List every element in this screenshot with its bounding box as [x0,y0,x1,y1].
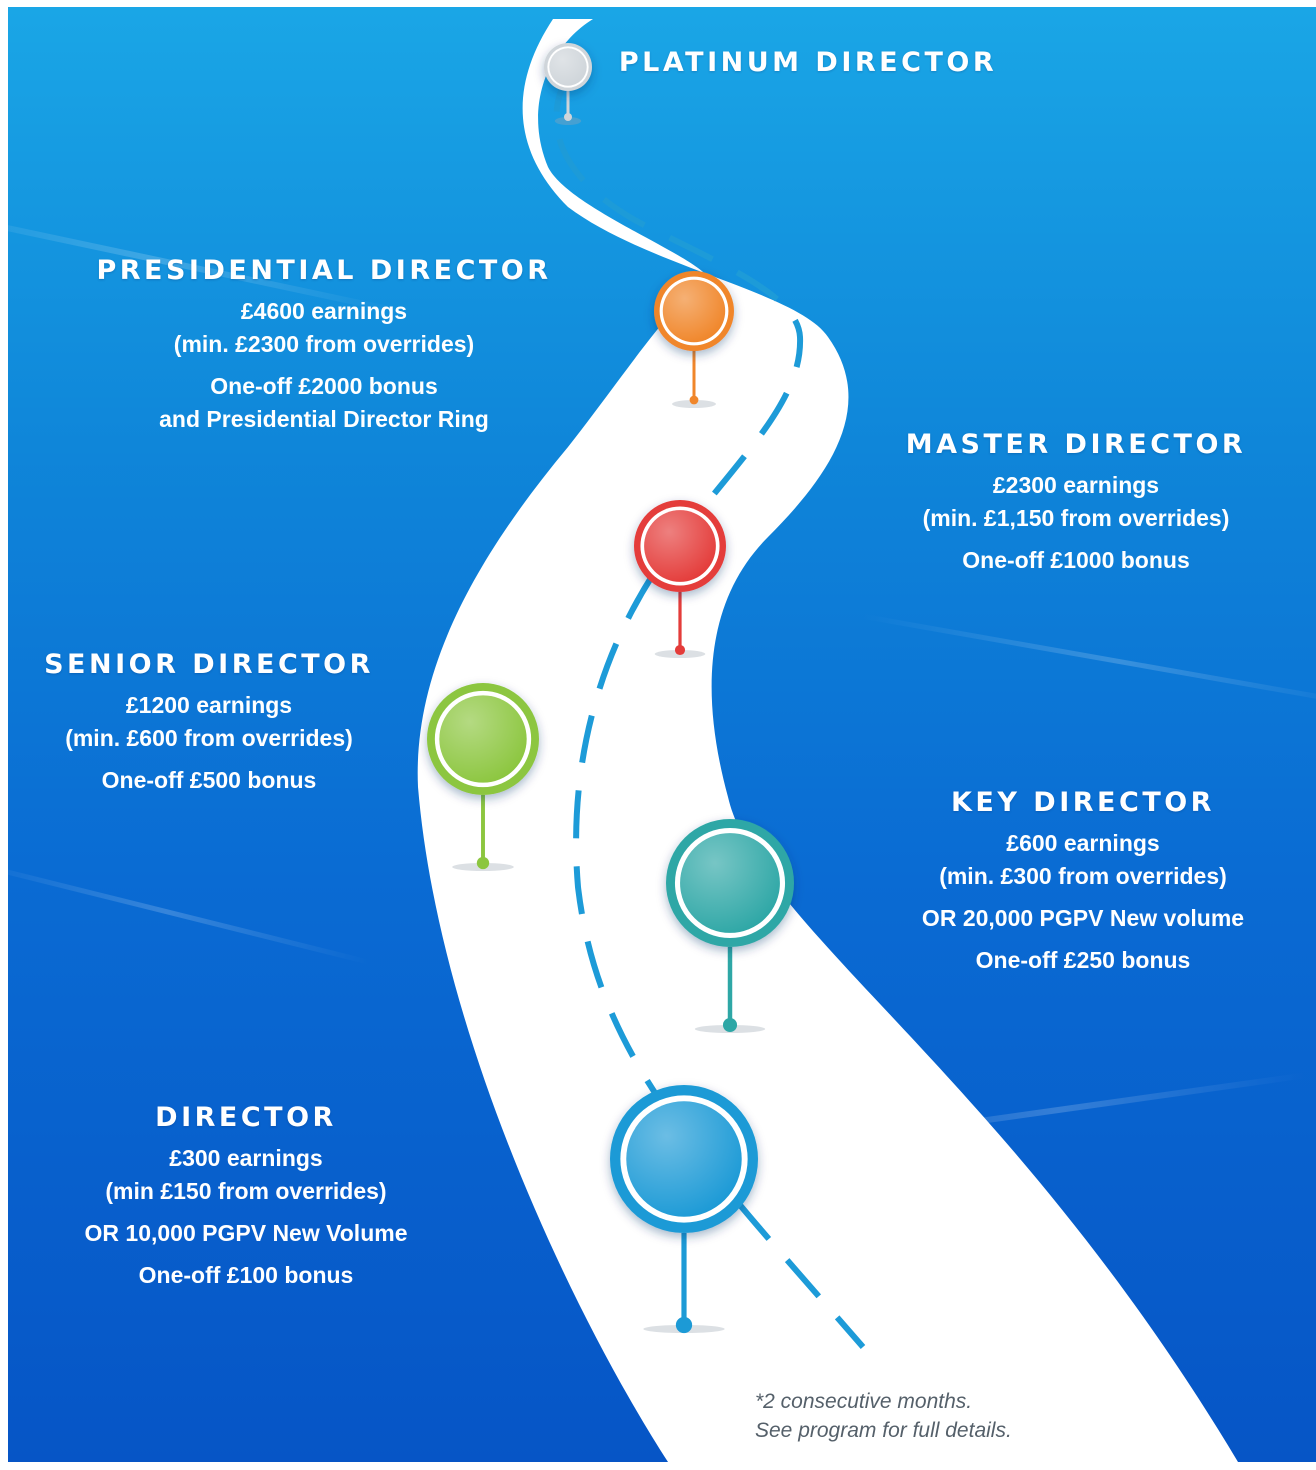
level-director-title: DIRECTOR [155,1102,337,1133]
level-director-line-4: One-off £100 bonus [138,1262,354,1288]
road-surface [417,19,1238,1462]
level-presidential-title: PRESIDENTIAL DIRECTOR [96,255,552,286]
level-senior-line-1: £1200 earnings [125,692,293,718]
level-senior-line-3: One-off £500 bonus [101,767,317,793]
roadmap-infographic: PLATINUM DIRECTOR PRESIDENTIAL DIRECTOR … [8,7,1316,1462]
pin-base-dot [675,1316,693,1334]
pin-highlight [626,1101,742,1217]
level-presidential-line-1: £4600 earnings [240,298,408,324]
pin-master [634,500,726,658]
level-presidential-line-4: and Presidential Director Ring [159,406,489,432]
level-key-line-1: £600 earnings [1006,830,1160,856]
footnote: *2 consecutive months. See program for f… [755,1387,1012,1445]
pin-base-dot [564,113,572,121]
level-presidential-line-3: One-off £2000 bonus [210,373,438,399]
level-director-line-2: (min £150 from overrides) [105,1178,387,1204]
road-illustration [8,19,1316,1462]
pin-highlight [439,695,527,783]
footnote-line-2: See program for full details. [755,1419,1012,1442]
pin-highlight [549,48,587,86]
pin-highlight [662,279,726,343]
level-presidential-line-2: (min. £2300 from overrides) [173,331,475,357]
level-master: MASTER DIRECTOR £2300 earnings (min. £1,… [906,429,1246,577]
level-master-line-3: One-off £1000 bonus [962,547,1190,573]
pin-base-dot [689,395,699,405]
level-director-line-3: OR 10,000 PGPV New Volume [84,1220,408,1246]
level-master-line-1: £2300 earnings [992,472,1160,498]
level-key-line-3: OR 20,000 PGPV New volume [921,905,1245,931]
level-director: DIRECTOR £300 earnings (min £150 from ov… [85,1102,408,1292]
background-streaks [8,205,1316,1148]
level-platinum: PLATINUM DIRECTOR [619,47,997,78]
pin-base-dot [674,644,686,656]
pin-key [666,819,794,1033]
pin-presidential [654,271,734,408]
pin-director [610,1085,758,1334]
level-master-line-2: (min. £1,150 from overrides) [922,505,1230,531]
level-senior-title: SENIOR DIRECTOR [44,649,374,680]
pin-highlight [680,833,780,933]
pin-platinum [544,43,592,125]
level-key-line-4: One-off £250 bonus [975,947,1191,973]
level-senior-line-2: (min. £600 from overrides) [65,725,353,751]
level-key-line-2: (min. £300 from overrides) [939,863,1227,889]
level-key-title: KEY DIRECTOR [950,787,1215,818]
level-master-title: MASTER DIRECTOR [905,429,1247,460]
level-platinum-title: PLATINUM DIRECTOR [618,47,998,78]
pin-senior [427,683,539,871]
pin-highlight [644,510,716,582]
level-senior: SENIOR DIRECTOR £1200 earnings (min. £60… [44,649,374,797]
level-director-line-1: £300 earnings [169,1145,323,1171]
level-key: KEY DIRECTOR £600 earnings (min. £300 fr… [922,787,1244,977]
level-presidential: PRESIDENTIAL DIRECTOR £4600 earnings (mi… [96,255,551,436]
pin-base-dot [722,1017,738,1033]
footnote-line-1: *2 consecutive months. [755,1390,973,1413]
pin-base-dot [476,856,490,870]
